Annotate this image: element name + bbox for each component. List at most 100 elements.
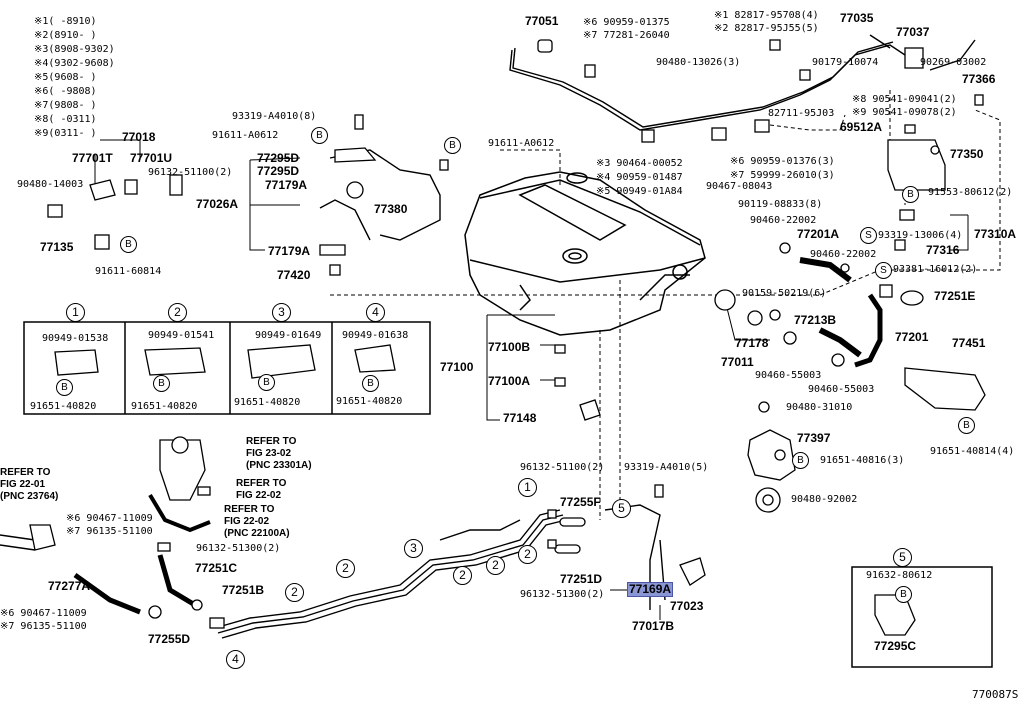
part-label[interactable]: 77135 [40, 240, 74, 254]
part-label[interactable]: 77017B [632, 619, 675, 633]
part-label[interactable]: 90480-92002 [791, 494, 858, 505]
part-label[interactable]: 91632-80612 [866, 570, 933, 581]
part-label[interactable]: ※6 90467-11009 [0, 608, 87, 619]
part-label[interactable]: 77178 [735, 336, 769, 350]
part-label[interactable]: 77366 [962, 72, 996, 86]
part-label[interactable]: 77201 [895, 330, 929, 344]
part-label[interactable]: 77420 [277, 268, 311, 282]
part-label[interactable]: 93381-16012(2) [893, 264, 978, 275]
part-label[interactable]: 90480-14003 [17, 179, 84, 190]
part-label[interactable]: 96132-51100(2) [148, 167, 233, 178]
part-label[interactable]: 90159-50219(6) [742, 288, 827, 299]
part-label[interactable]: ※6 90959-01376(3) [730, 156, 835, 167]
part-label[interactable]: 77310A [974, 227, 1017, 241]
part-label[interactable]: ※5 90949-01A84 [596, 186, 683, 197]
part-label[interactable]: 90949-01541 [148, 330, 215, 341]
part-label[interactable]: 77350 [950, 147, 984, 161]
part-label[interactable]: 91651-40820 [131, 401, 198, 412]
part-label[interactable]: ※7 96135-51100 [0, 621, 87, 632]
part-label[interactable]: 96132-51300(2) [520, 589, 605, 600]
part-label[interactable]: 77295D [257, 164, 300, 178]
part-label[interactable]: 77701T [72, 151, 113, 165]
part-label[interactable]: 77100B [488, 340, 531, 354]
part-label[interactable]: 77251C [195, 561, 238, 575]
part-label[interactable]: ※3 90464-00052 [596, 158, 683, 169]
refer-to-note[interactable]: REFER TO FIG 23-02 (PNC 23301A) [246, 436, 312, 472]
part-label[interactable]: 91611-60814 [95, 266, 162, 277]
part-label[interactable]: 90460-22002 [750, 215, 817, 226]
part-label[interactable]: 90480-31010 [786, 402, 853, 413]
part-label[interactable]: 91553-80612(2) [928, 187, 1013, 198]
part-label[interactable]: ※1 82817-95708(4) [714, 10, 819, 21]
highlighted-part-label[interactable]: 77169A [626, 582, 674, 597]
part-label[interactable]: 77451 [952, 336, 986, 350]
part-label[interactable]: 90480-13026(3) [656, 57, 741, 68]
part-label[interactable]: ※6 90467-11009 [66, 513, 153, 524]
part-label[interactable]: 77035 [840, 11, 874, 25]
part-label[interactable]: ※9 90541-09078(2) [852, 107, 957, 118]
part-label[interactable]: 96132-51100(2) [520, 462, 605, 473]
part-label[interactable]: 77255D [148, 632, 191, 646]
part-label[interactable]: 90949-01649 [255, 330, 322, 341]
part-label[interactable]: ※6 90959-01375 [583, 17, 670, 28]
part-label[interactable]: 77148 [503, 411, 537, 425]
part-label[interactable]: 90467-08043 [706, 181, 773, 192]
part-label[interactable]: 77701U [130, 151, 173, 165]
part-label[interactable]: ※7 96135-51100 [66, 526, 153, 537]
part-label[interactable]: 77295D [257, 151, 300, 165]
part-label[interactable]: 90949-01638 [342, 330, 409, 341]
part-label[interactable]: 77213B [794, 313, 837, 327]
part-label[interactable]: 77251D [560, 572, 603, 586]
part-label[interactable]: ※4 90959-01487 [596, 172, 683, 183]
detail-number: 2 [285, 583, 304, 602]
part-label[interactable]: ※2 82817-95J55(5) [714, 23, 819, 34]
part-label[interactable]: 77316 [926, 243, 960, 257]
part-label[interactable]: 90460-55003 [808, 384, 875, 395]
refer-to-note[interactable]: REFER TO FIG 22-01 (PNC 23764) [0, 467, 58, 503]
part-label[interactable]: 77277A [48, 579, 91, 593]
part-label[interactable]: 77011 [721, 355, 754, 369]
part-label[interactable]: 93319-A4010(8) [232, 111, 317, 122]
part-label[interactable]: 77100 [440, 360, 474, 374]
refer-to-note[interactable]: REFER TO FIG 22-02 (PNC 22100A) [224, 504, 290, 540]
part-label[interactable]: 77380 [374, 202, 408, 216]
part-label[interactable]: 91651-40816(3) [820, 455, 905, 466]
part-label[interactable]: 77026A [196, 197, 239, 211]
part-label[interactable]: 96132-51300(2) [196, 543, 281, 554]
refer-to-note[interactable]: REFER TO FIG 22-02 [236, 478, 286, 502]
part-label[interactable]: 77051 [525, 14, 559, 28]
part-label[interactable]: 90460-22002 [810, 249, 877, 260]
part-label[interactable]: 90949-01538 [42, 333, 109, 344]
part-label[interactable]: 90269-03002 [920, 57, 987, 68]
part-label[interactable]: 91651-40820 [336, 396, 403, 407]
part-label[interactable]: 77018 [122, 130, 156, 144]
part-label[interactable]: 91611-A0612 [212, 130, 279, 141]
part-label[interactable]: 77295C [874, 639, 917, 653]
part-label[interactable]: 91611-A0612 [488, 138, 555, 149]
part-label[interactable]: 77100A [488, 374, 531, 388]
part-label[interactable]: 69512A [840, 120, 883, 134]
part-label[interactable]: 93319-13006(4) [878, 230, 963, 241]
part-label[interactable]: 91651-40820 [234, 397, 301, 408]
part-label[interactable]: ※7 59999-26010(3) [730, 170, 835, 181]
part-label[interactable]: 77037 [896, 25, 930, 39]
part-label[interactable]: 90460-55003 [755, 370, 822, 381]
part-label[interactable]: 91651-40820 [30, 401, 97, 412]
part-label[interactable]: 77179A [268, 244, 311, 258]
part-label[interactable]: 77251E [934, 289, 976, 303]
part-label[interactable]: 82711-95J03 [768, 108, 835, 119]
part-label[interactable]: 90179-10074 [812, 57, 879, 68]
part-label[interactable]: 77201A [797, 227, 840, 241]
part-label[interactable]: ※8 90541-09041(2) [852, 94, 957, 105]
part-label[interactable]: 93319-A4010(5) [624, 462, 709, 473]
part-label[interactable]: ※7 77281-26040 [583, 30, 670, 41]
part-label[interactable]: 77255F [560, 495, 601, 509]
part-label[interactable]: 77251B [222, 583, 265, 597]
part-label[interactable]: 91651-40814(4) [930, 446, 1015, 457]
part-label[interactable]: 77397 [797, 431, 831, 445]
legend-item: ※4(9302-9608) [34, 58, 115, 69]
part-label[interactable]: 77179A [265, 178, 308, 192]
part-label[interactable]: 90119-08833(8) [738, 199, 823, 210]
detail-number: 2 [518, 545, 537, 564]
part-label[interactable]: 77023 [670, 599, 704, 613]
